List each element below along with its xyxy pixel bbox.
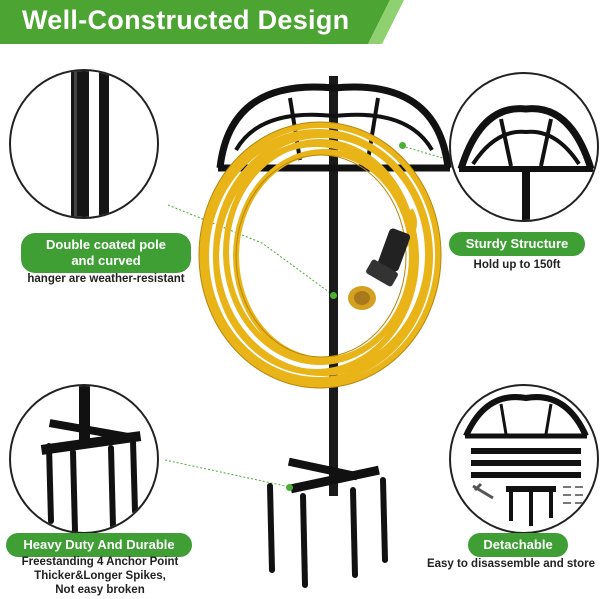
caption-line: Easy to disassemble and store	[426, 558, 596, 570]
disassembled-parts-circle	[449, 384, 599, 534]
feature-caption-detachable: Easy to disassemble and store	[425, 556, 597, 572]
caption-line: hanger are weather-resistant	[27, 273, 185, 285]
spike-base-closeup-circle	[9, 384, 159, 534]
page-title: Well-Constructed Design	[22, 5, 350, 35]
feature-title-structure: Sturdy Structure	[449, 232, 585, 256]
feature-title-line: Detachable	[483, 537, 553, 552]
caption-line: Freestanding 4 Anchor Point	[21, 556, 179, 568]
feature-title-detachable: Detachable	[468, 533, 568, 557]
pole-closeup-circle	[9, 69, 159, 219]
feature-title-line: and curved	[71, 253, 141, 268]
callout-dot	[399, 142, 406, 149]
title-banner	[0, 0, 404, 44]
feature-title-durable: Heavy Duty And Durable	[6, 533, 192, 557]
hanger-closeup-icon	[457, 105, 595, 220]
caption-line: Not easy broken	[55, 584, 145, 596]
caption-line: Hold up to 150ft	[473, 259, 561, 271]
callout-dot	[286, 484, 293, 491]
disassembled-parts-icon	[463, 394, 589, 526]
spike-base-icon	[40, 386, 142, 532]
hanger-closeup-circle	[449, 72, 599, 222]
feature-caption-durable: Freestanding 4 Anchor Point Thicker&Long…	[10, 555, 190, 597]
pole-closeup-icon	[71, 71, 109, 217]
feature-caption-pole: hanger are weather-resistant	[15, 271, 197, 287]
feature-title-line: Heavy Duty And Durable	[23, 537, 175, 552]
feature-caption-structure: Hold up to 150ft	[449, 257, 585, 273]
callout-dot	[330, 292, 337, 299]
feature-title-line: Sturdy Structure	[465, 236, 569, 251]
caption-line: Thicker&Longer Spikes,	[34, 570, 166, 582]
feature-title-line: Double coated pole	[46, 237, 166, 252]
feature-title-pole: Double coated pole and curved	[21, 233, 191, 273]
